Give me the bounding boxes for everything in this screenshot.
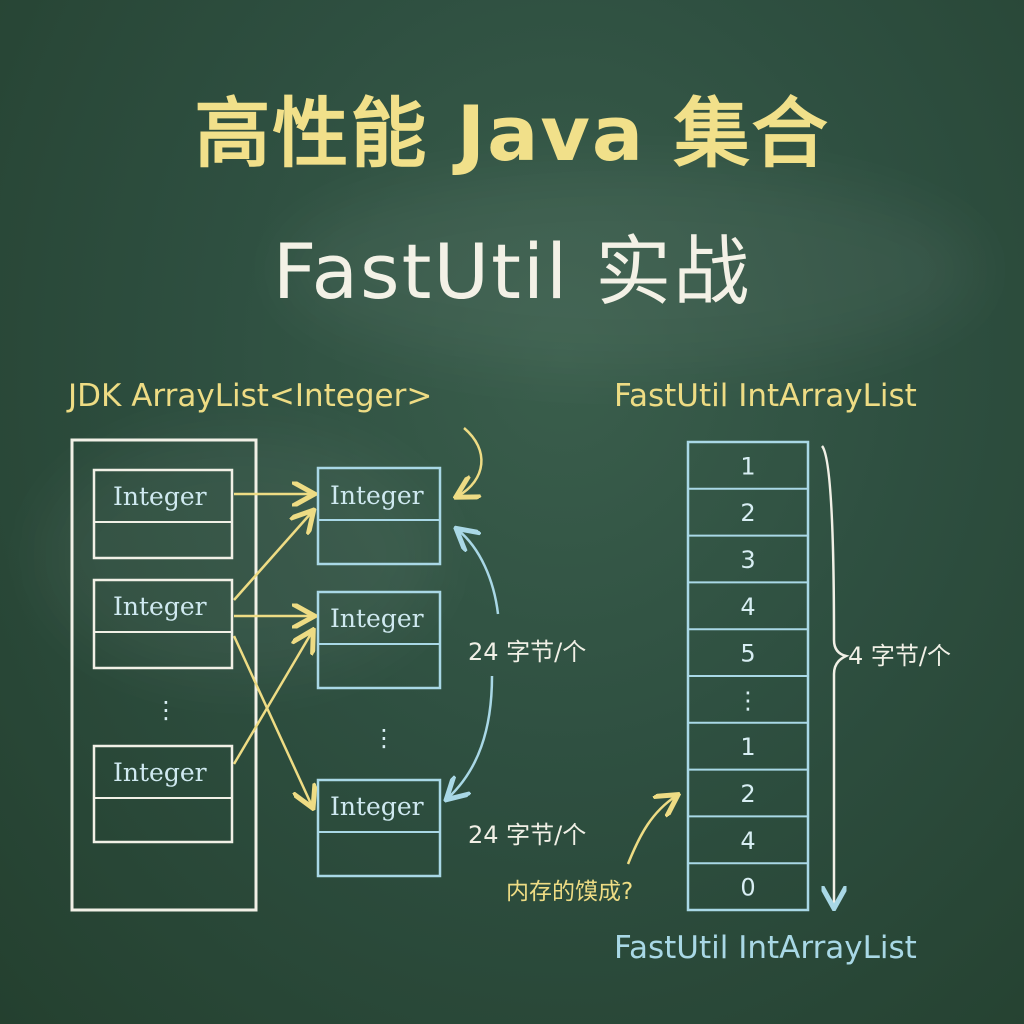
int-array-cell: 4 xyxy=(740,827,755,855)
arrow-memory-question xyxy=(626,796,676,865)
int-array-cell: ⋮ xyxy=(736,686,760,714)
memory-question-annotation: 内存的馍成? xyxy=(506,879,634,905)
fastutil-heading-bottom: FastUtil IntArrayList xyxy=(614,930,917,966)
title-line-1: 高性能 Java 集合 xyxy=(194,89,830,178)
ref-ellipsis: ⋮ xyxy=(154,696,178,724)
size-brace xyxy=(820,445,850,906)
jdk-arraylist-heading: JDK ArrayList<Integer> xyxy=(68,378,433,414)
integer-object-1: Integer xyxy=(316,466,442,566)
int-array-cell: 1 xyxy=(740,452,755,480)
integer-object-2-label: Integer xyxy=(330,604,424,633)
boxed-size-annotation-2: 24 字节/个 xyxy=(468,821,587,849)
int-array-cell: 0 xyxy=(740,874,755,902)
int-array-cell: 2 xyxy=(740,780,755,808)
arrow-ref2-obj3 xyxy=(232,635,312,806)
boxed-size-annotation-1: 24 字节/个 xyxy=(468,638,587,666)
integer-object-2: Integer xyxy=(316,590,442,690)
object-ellipsis: ⋮ xyxy=(372,724,396,752)
int-array: 1 2 3 4 5 ⋮ 1 2 4 0 xyxy=(686,440,810,912)
fastutil-heading-top: FastUtil IntArrayList xyxy=(614,378,917,414)
int-array-cell: 1 xyxy=(740,733,755,761)
int-array-cell: 4 xyxy=(740,593,755,621)
title-line-2: FastUtil 实战 xyxy=(272,227,752,316)
int-array-cell: 5 xyxy=(740,640,755,668)
arrow-ref3-obj2 xyxy=(232,632,312,765)
size-arrows xyxy=(448,530,500,798)
ref-box-2: Integer xyxy=(92,578,234,670)
arrow-size-down xyxy=(448,675,494,798)
arrow-size-up xyxy=(458,530,500,615)
arrow-ref2-obj1 xyxy=(233,512,312,601)
ref-box-1-label: Integer xyxy=(113,482,207,511)
ref-box-3: Integer xyxy=(92,744,234,844)
int-array-cell: 2 xyxy=(740,499,755,527)
integer-object-1-label: Integer xyxy=(330,481,424,510)
ref-box-1: Integer xyxy=(92,468,234,560)
int-array-cell: 3 xyxy=(740,546,755,574)
integer-object-3: Integer xyxy=(316,778,442,878)
ref-box-2-label: Integer xyxy=(113,592,207,621)
integer-object-3-label: Integer xyxy=(330,792,424,821)
arrow-heading-to-obj1 xyxy=(458,427,483,496)
arraylist-container xyxy=(70,438,258,912)
reference-arrows xyxy=(232,427,676,865)
ref-box-3-label: Integer xyxy=(113,758,207,787)
primitive-size-annotation: 4 字节/个 xyxy=(848,642,951,670)
